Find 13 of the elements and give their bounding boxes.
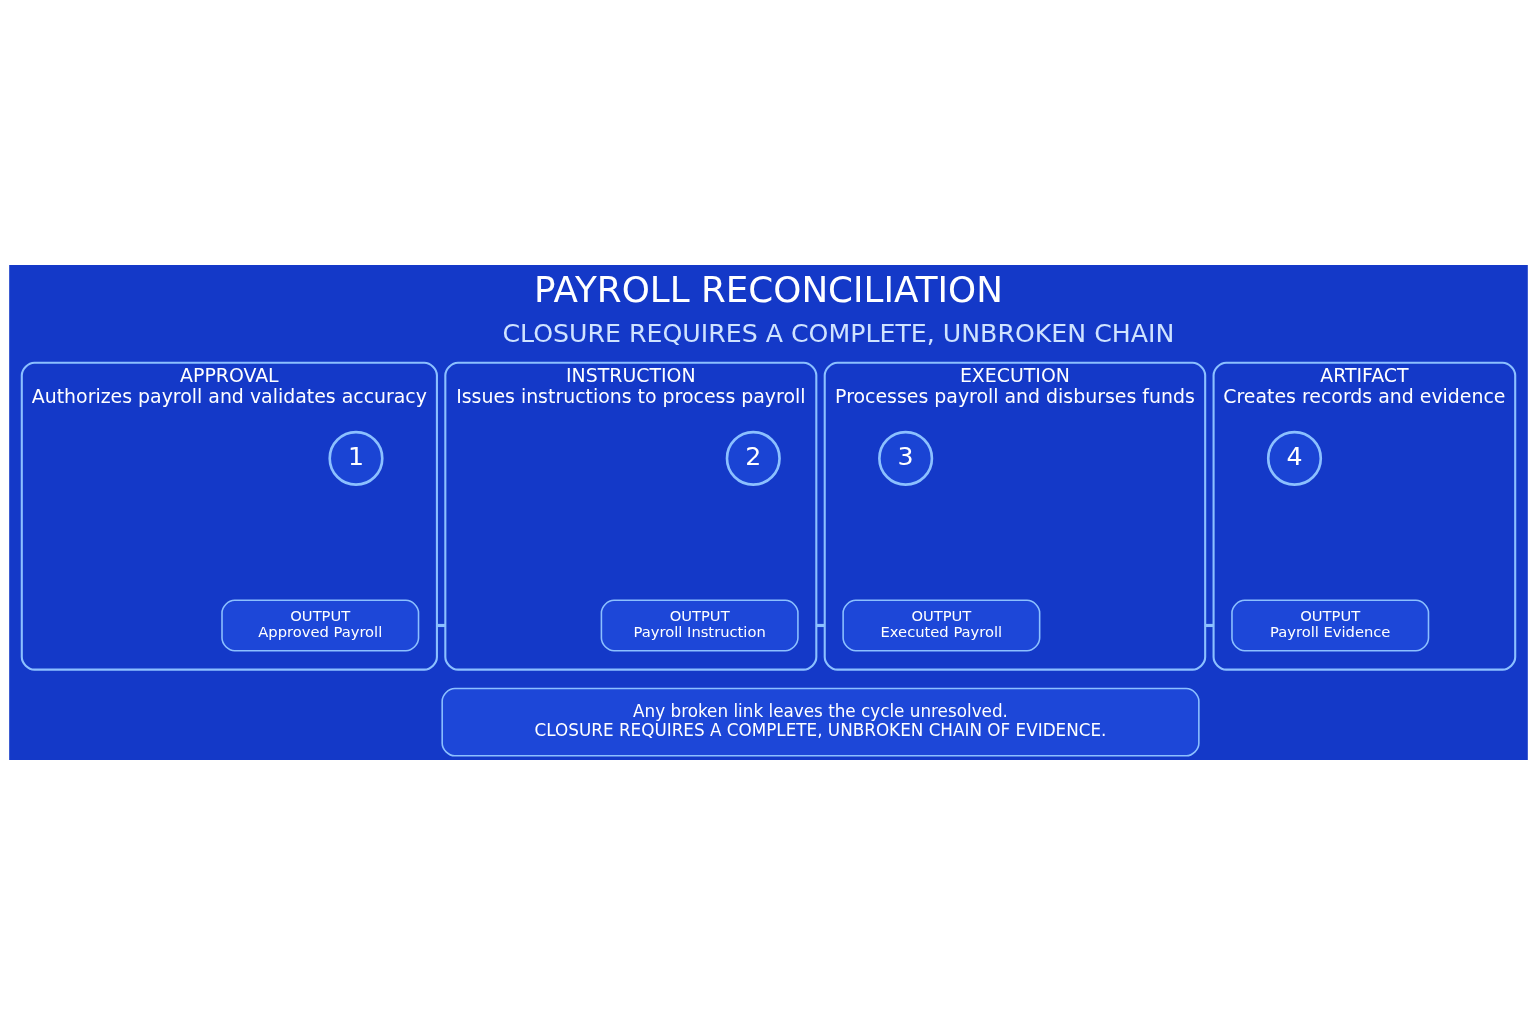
diagram-title: PAYROLL RECONCILIATION [533, 268, 1003, 310]
node-circle: 1 [327, 430, 384, 486]
node-circle: 3 [877, 430, 933, 486]
connector [1204, 623, 1214, 627]
node-box: OUTPUT Executed Payroll [841, 598, 1040, 651]
node-box: Any broken link leaves the cycle unresolved. CLOSURE REQUIRES A COMPLETE, UNBROKEN CHAIN OF EVIDENCE. [440, 687, 1200, 757]
node-box: OUTPUT Approved Payroll [220, 598, 419, 651]
node-box: OUTPUT Payroll Evidence [1230, 598, 1429, 651]
node-box: OUTPUT Payroll Instruction [600, 598, 799, 651]
node-circle: 2 [725, 430, 781, 486]
connector [815, 623, 825, 627]
node-circle: 4 [1266, 430, 1322, 486]
label: CLOSURE REQUIRES A COMPLETE, UNBROKEN CHAIN [502, 318, 1174, 348]
